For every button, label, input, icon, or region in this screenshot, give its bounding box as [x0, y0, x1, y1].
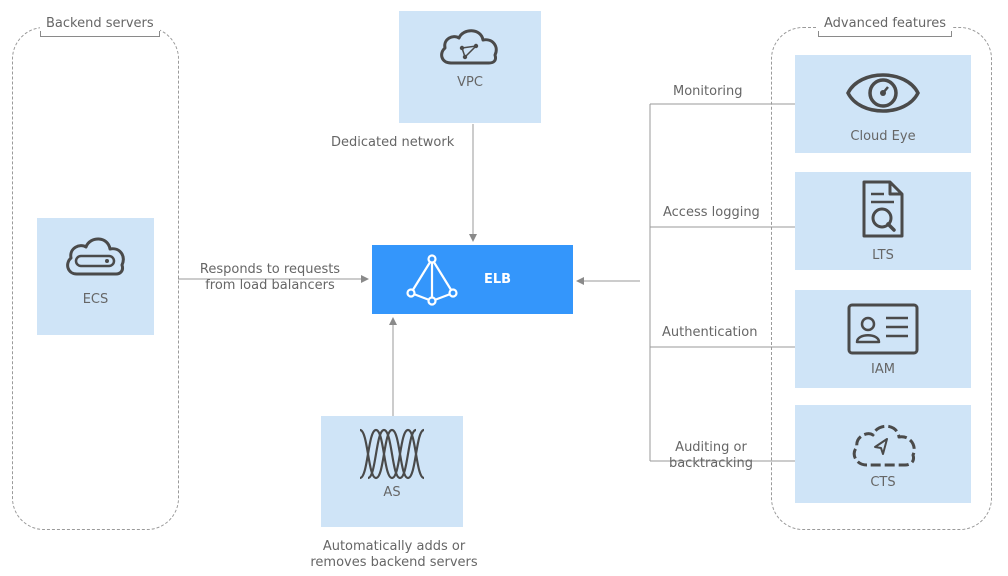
- iam-node: IAM: [795, 290, 971, 388]
- access-logging-label: Access logging: [663, 205, 760, 220]
- auditing-label: Auditing or backtracking: [662, 440, 760, 472]
- log-document-icon: [858, 178, 908, 244]
- cloud-vpc-icon: [435, 25, 505, 73]
- ecs-label: ECS: [82, 292, 109, 307]
- cloud-eye-node: Cloud Eye: [795, 55, 971, 153]
- auto-scaling-icon: [354, 426, 430, 486]
- lts-node: LTS: [795, 172, 971, 270]
- authentication-label: Authentication: [662, 325, 758, 340]
- auditing-label-line1: Auditing or: [675, 440, 747, 455]
- cts-node: CTS: [795, 405, 971, 503]
- elb-node: ELB: [372, 245, 573, 314]
- lts-label: LTS: [872, 248, 894, 263]
- iam-label: IAM: [871, 362, 895, 377]
- backend-servers-title: Backend servers: [40, 16, 160, 37]
- eye-icon: [844, 63, 922, 127]
- id-card-icon: [846, 302, 920, 360]
- as-node: AS: [321, 416, 463, 527]
- dedicated-network-label: Dedicated network: [331, 135, 455, 150]
- cloud-eye-label: Cloud Eye: [850, 129, 916, 144]
- load-balancer-icon: [404, 253, 460, 311]
- as-caption-line2: removes backend servers: [310, 555, 478, 570]
- as-caption-line1: Automatically adds or: [322, 539, 466, 554]
- auditing-label-line2: backtracking: [668, 456, 754, 471]
- responds-label-line1: Responds to requests: [199, 262, 341, 277]
- vpc-label: VPC: [457, 75, 483, 90]
- as-label: AS: [383, 485, 401, 500]
- monitoring-label: Monitoring: [673, 84, 743, 99]
- cloud-server-icon: [61, 232, 131, 284]
- elb-label: ELB: [484, 272, 512, 287]
- cts-label: CTS: [870, 475, 896, 490]
- ecs-node: ECS: [37, 218, 154, 335]
- vpc-node: VPC: [399, 11, 541, 123]
- advanced-features-title: Advanced features: [818, 16, 953, 37]
- as-caption: Automatically adds or removes backend se…: [304, 539, 484, 571]
- responds-label: Responds to requests from load balancers: [190, 262, 350, 294]
- cloud-trace-icon: [843, 415, 923, 475]
- responds-label-line2: from load balancers: [205, 278, 335, 293]
